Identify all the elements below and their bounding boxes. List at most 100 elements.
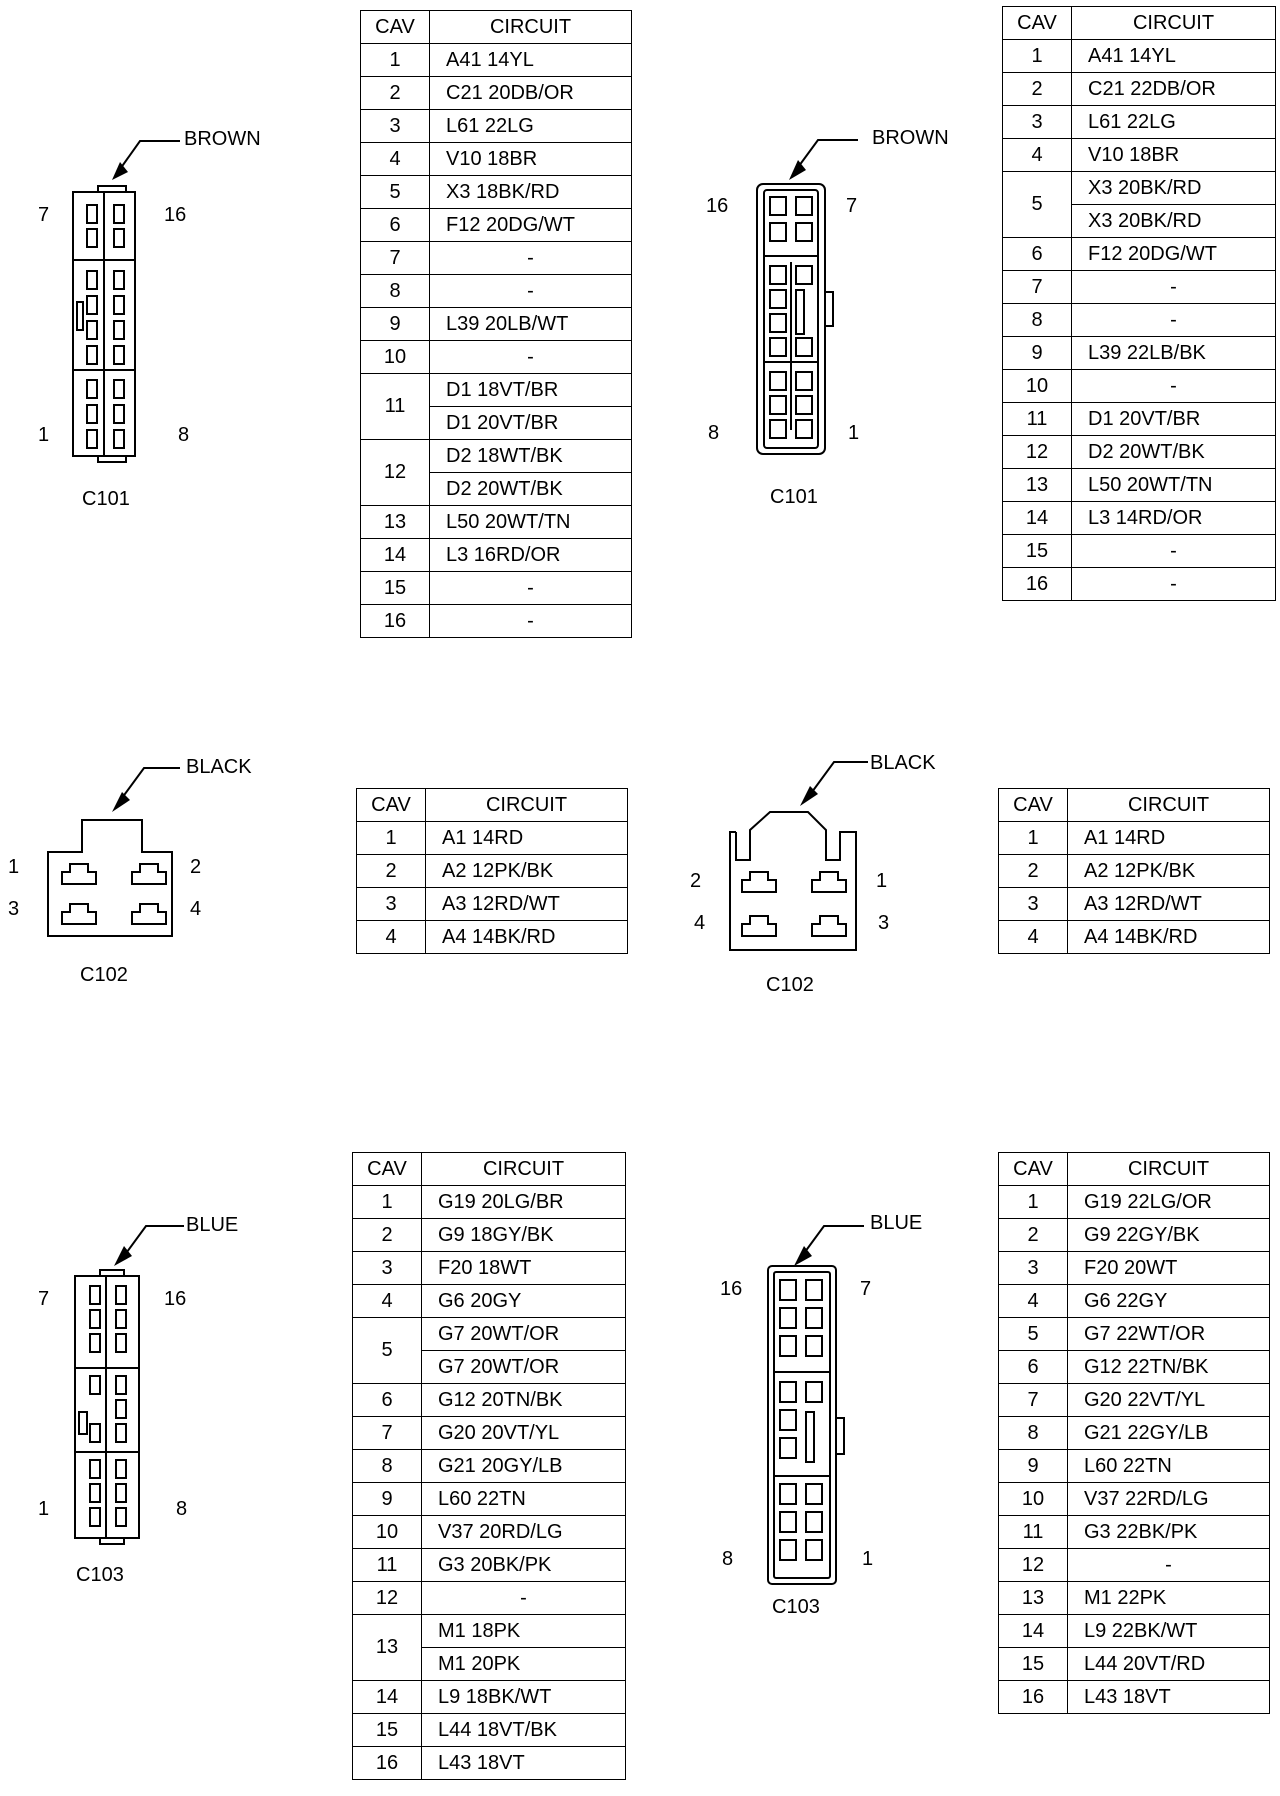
c102-right-pin-label: 1: [876, 870, 888, 892]
cav-cell: 8: [360, 274, 430, 308]
circuit-cell: L61 22LG: [1071, 105, 1276, 139]
c101-left-color-label: BROWN: [184, 128, 261, 150]
cav-cell: 10: [352, 1515, 422, 1549]
circuit-cell: D2 20WT/BK: [429, 472, 632, 506]
circuit-cell: G20 20VT/YL: [421, 1416, 626, 1450]
cav-cell: 12: [360, 439, 430, 506]
cav-cell: 16: [360, 604, 430, 638]
circuit-cell: -: [1067, 1548, 1270, 1582]
circuit-cell: -: [429, 274, 632, 308]
circuit-cell: -: [1071, 567, 1276, 601]
c103-left-pin-label: 1: [38, 1498, 50, 1520]
circuit-cell: L39 22LB/BK: [1071, 336, 1276, 370]
cav-cell: 11: [360, 373, 430, 440]
circuit-cell: A3 12RD/WT: [425, 887, 628, 921]
circuit-cell: -: [1071, 270, 1276, 304]
c103-right-color-label: BLUE: [870, 1212, 923, 1234]
circuit-cell: X3 18BK/RD: [429, 175, 632, 209]
cav-cell: 7: [360, 241, 430, 275]
table-row: 15-: [360, 571, 632, 605]
cav-cell: 13: [1002, 468, 1072, 502]
c103-right-name: C103: [772, 1596, 820, 1618]
c102-right-pin-label: 2: [690, 870, 702, 892]
cav-cell: 6: [360, 208, 430, 242]
circuit-cell: L3 16RD/OR: [429, 538, 632, 572]
circuit-cell: A41 14YL: [1071, 39, 1276, 73]
c102-left-pin-label: 2: [190, 856, 202, 878]
cav-cell: 3: [998, 887, 1068, 921]
c101-left-name: C101: [82, 488, 130, 510]
cav-cell: 10: [998, 1482, 1068, 1516]
circuit-cell: G9 22GY/BK: [1067, 1218, 1270, 1252]
cav-cell: 2: [352, 1218, 422, 1252]
c101-right-drawing: [756, 139, 858, 455]
c102-right-pin-label: 3: [878, 912, 890, 934]
table-row: 10-: [1002, 369, 1276, 403]
circuit-cell: A2 12PK/BK: [425, 854, 628, 888]
cav-cell: 5: [998, 1317, 1068, 1351]
circuit-cell: F20 20WT: [1067, 1251, 1270, 1285]
cav-cell: 2: [998, 854, 1068, 888]
c101-left-pin-label: 7: [38, 204, 50, 226]
circuit-cell: G3 20BK/PK: [421, 1548, 626, 1582]
table-row: 10-: [360, 340, 632, 374]
circuit-cell: A3 12RD/WT: [1067, 887, 1270, 921]
circuit-cell: -: [1071, 303, 1276, 337]
cav-cell: 5: [352, 1317, 422, 1384]
circuit-cell: F12 20DG/WT: [429, 208, 632, 242]
circuit-cell: A41 14YL: [429, 43, 632, 77]
cav-cell: 13: [998, 1581, 1068, 1615]
circuit-cell: -: [429, 241, 632, 275]
circuit-cell: G19 20LG/BR: [421, 1185, 626, 1219]
column-header-cav: CAV: [998, 1152, 1068, 1186]
circuit-cell: M1 22PK: [1067, 1581, 1270, 1615]
c103-right-pin-label: 8: [722, 1548, 734, 1570]
cav-cell: 14: [998, 1614, 1068, 1648]
table-row: M1 20PK: [353, 1647, 626, 1681]
column-header-circuit: CIRCUIT: [1067, 1152, 1270, 1186]
circuit-cell: D1 20VT/BR: [429, 406, 632, 440]
cav-cell: 9: [998, 1449, 1068, 1483]
c103-right-pin-label: 1: [862, 1548, 874, 1570]
c101-left-pin-label: 1: [38, 424, 50, 446]
cav-cell: 3: [356, 887, 426, 921]
cav-cell: 4: [356, 920, 426, 954]
c102-right-color-label: BLACK: [870, 752, 936, 774]
c103-right-pin-label: 7: [860, 1278, 872, 1300]
cav-cell: 4: [1002, 138, 1072, 172]
c102-left-color-label: BLACK: [186, 756, 252, 778]
circuit-cell: L9 22BK/WT: [1067, 1614, 1270, 1648]
cav-cell: 16: [352, 1746, 422, 1780]
circuit-cell: A4 14BK/RD: [425, 920, 628, 954]
circuit-cell: L50 20WT/TN: [1071, 468, 1276, 502]
column-header-cav: CAV: [1002, 6, 1072, 40]
cav-cell: 3: [352, 1251, 422, 1285]
circuit-cell: V10 18BR: [429, 142, 632, 176]
cav-cell: 1: [998, 821, 1068, 855]
c101-right-pin-label: 16: [706, 195, 729, 217]
c101-right-color-label: BROWN: [872, 127, 949, 149]
table-row: D2 20WT/BK: [361, 472, 632, 506]
cav-cell: 11: [352, 1548, 422, 1582]
circuit-cell: L43 18VT: [421, 1746, 626, 1780]
